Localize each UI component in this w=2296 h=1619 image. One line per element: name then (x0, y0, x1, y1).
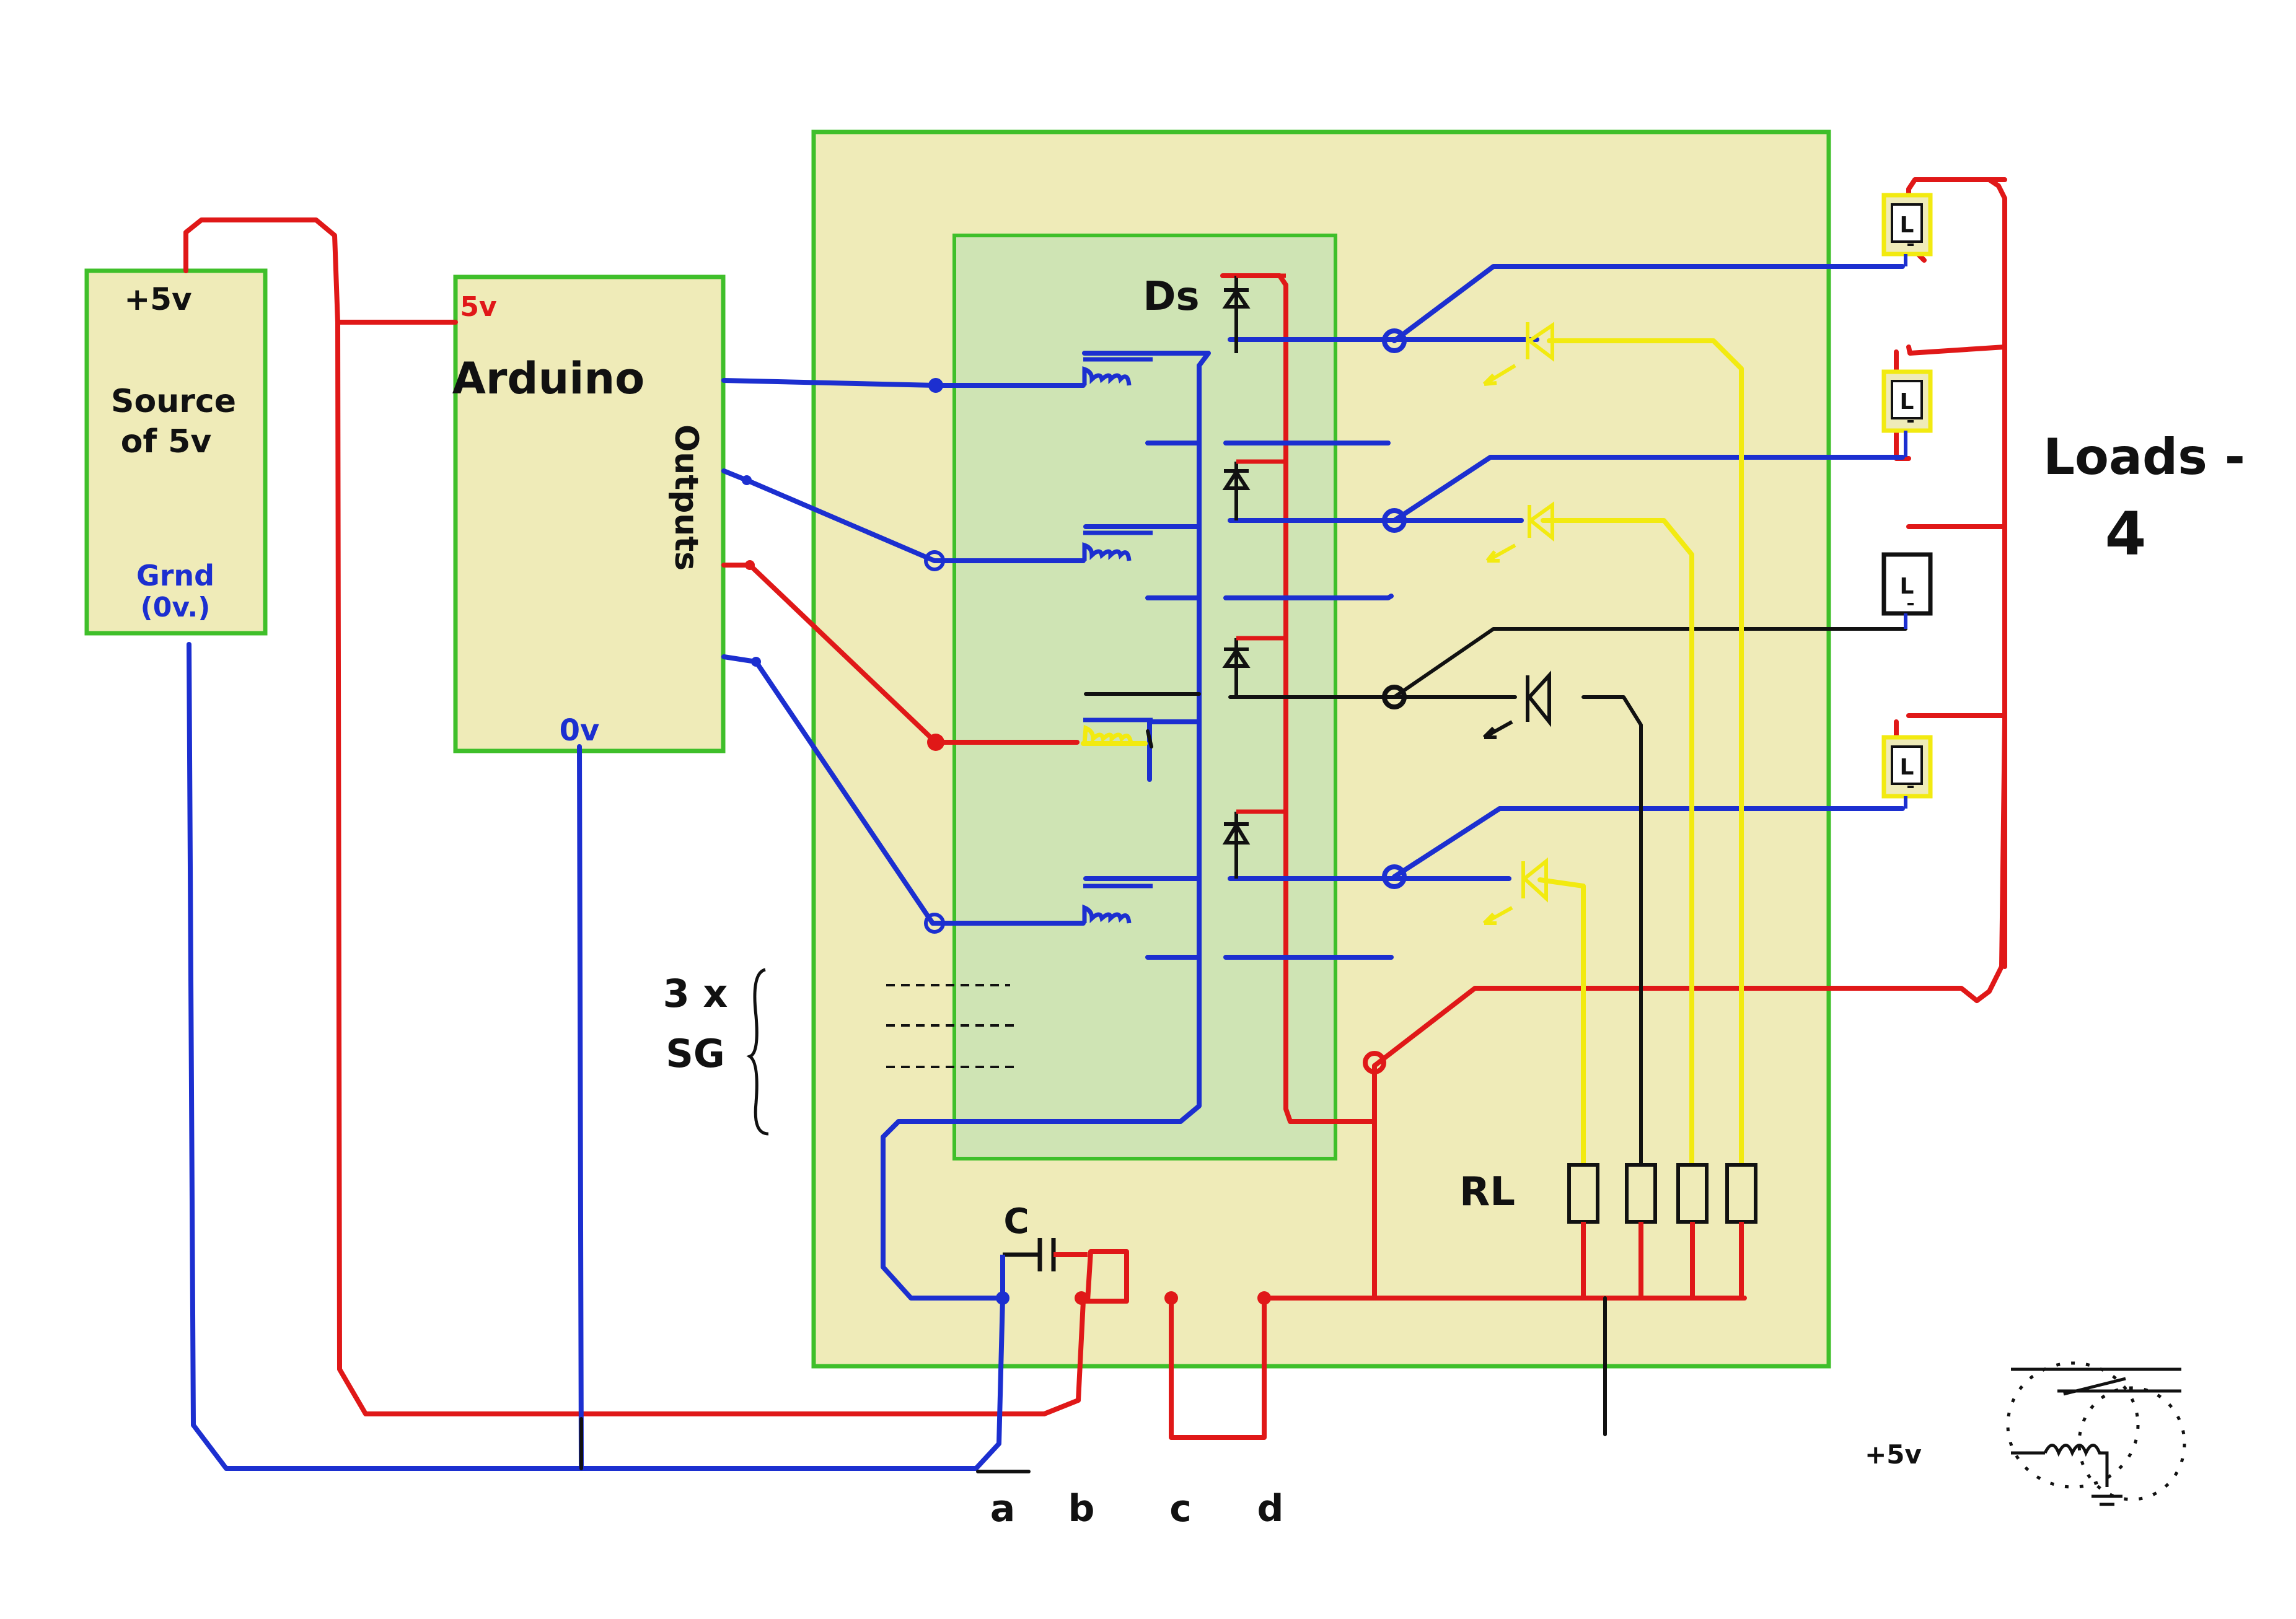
load-resistors (1567, 1163, 1757, 1298)
arduino-title: Arduino (452, 353, 645, 404)
led-1 (1482, 322, 1554, 386)
flyback-diodes (1222, 273, 1286, 879)
resistor-1 (1567, 1163, 1599, 1224)
flyback-diode-2 (1222, 462, 1251, 520)
source-plus-label: +5v (124, 281, 191, 317)
arduino-outputs-label: Outputs (667, 424, 705, 571)
led-3 (1482, 670, 1551, 739)
resistor-2 (1625, 1163, 1657, 1224)
arduino-5v-label: 5v (460, 291, 497, 323)
loads-title: Loads - (2043, 428, 2245, 486)
relay-coil-4 (1082, 884, 1153, 924)
terminal-b-label: b (1068, 1487, 1095, 1530)
red-wires (183, 177, 2007, 1440)
led-4 (1482, 857, 1548, 925)
sg-count-label: 3 x (663, 971, 728, 1016)
relay-coil-2 (1082, 530, 1153, 561)
arduino-0v-label: 0v (560, 713, 600, 748)
source-gnd-line2: (0v.) (141, 592, 211, 623)
resistor-rl-label: RL (1459, 1169, 1515, 1215)
relay-coil-3 (1082, 717, 1153, 744)
flyback-diode-1 (1222, 276, 1251, 353)
load-1-label: L (1900, 213, 1914, 238)
terminal-a-label: a (990, 1487, 1016, 1530)
flyback-diode-3 (1222, 638, 1251, 697)
source-gnd-line1: Grnd (136, 559, 214, 592)
relay-coils (1082, 357, 1153, 924)
flyback-diode-4 (1222, 812, 1251, 879)
diode-ds-label: Ds (1143, 274, 1199, 320)
load-3-label: L (1900, 574, 1914, 599)
signal-generator-lines (886, 984, 1016, 1068)
black-wires (579, 627, 1907, 1473)
load-labels: L L L L (1891, 203, 1923, 785)
indicator-leds (1482, 322, 1554, 925)
yellow-wires (1081, 338, 1744, 1167)
power-source-box (84, 268, 268, 636)
inset-supply-label: +5v (1865, 1439, 1922, 1470)
capacitor (1000, 1238, 1088, 1298)
sg-label: SG (666, 1031, 725, 1076)
junction-dots (742, 328, 1407, 1305)
resistor-4 (1725, 1163, 1757, 1224)
capacitor-c-label: C (1003, 1201, 1029, 1242)
source-title-line2: of 5v (121, 423, 212, 460)
load-2-label: L (1900, 389, 1914, 415)
loads-count: 4 (2105, 499, 2147, 569)
sg-brace (746, 968, 769, 1136)
source-title-line1: Source (111, 383, 236, 420)
terminal-c-label: c (1169, 1487, 1192, 1530)
blue-wires (187, 264, 1905, 1471)
led-2 (1485, 501, 1554, 563)
relay-inset-sketch (2006, 1361, 2186, 1506)
arduino-box (453, 274, 726, 753)
resistor-3 (1676, 1163, 1709, 1224)
terminal-d-label: d (1257, 1487, 1284, 1530)
load-4-label: L (1900, 755, 1914, 780)
relay-coil-1 (1082, 357, 1153, 386)
